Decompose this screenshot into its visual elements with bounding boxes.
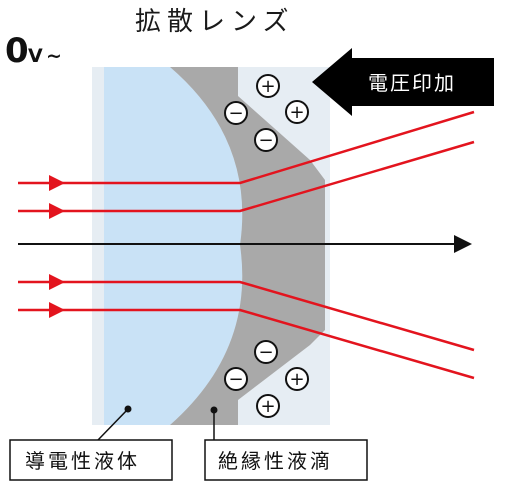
optical-axis — [18, 235, 472, 253]
charge-circle — [224, 367, 248, 391]
conductive-liquid-callout: 導電性液体 — [9, 405, 173, 481]
light-ray — [18, 140, 475, 213]
conductive-liquid-label: 導電性液体 — [25, 449, 140, 473]
charge-sign: + — [260, 396, 275, 417]
ray-arrowhead — [49, 302, 65, 318]
ray-arrowhead — [49, 203, 65, 219]
voltage-apply-arrow — [312, 48, 494, 116]
diagram-title: 拡散レンズ — [135, 7, 294, 37]
insulating-droplet-callout: 絶縁性液滴 — [204, 406, 368, 481]
callout-leader — [97, 408, 129, 441]
charge-sign: + — [289, 102, 304, 123]
charge-circle — [254, 340, 278, 364]
charge-circle — [285, 100, 309, 124]
voltage-unit: V — [28, 45, 43, 67]
insulating-droplet-region — [170, 67, 325, 425]
ray-arrowhead — [49, 175, 65, 191]
light-ray — [18, 110, 475, 185]
light-ray — [18, 308, 475, 380]
charge-sign: − — [228, 103, 243, 124]
charge-circle — [256, 74, 280, 98]
ray-arrowhead — [49, 274, 65, 290]
charge-circle — [254, 128, 278, 152]
charge-circle — [224, 101, 248, 125]
optical-axis-arrowhead — [454, 235, 472, 253]
voltage-suffix: ~ — [46, 45, 62, 67]
light-rays — [18, 110, 475, 380]
charge-sign: − — [258, 342, 273, 363]
voltage-value: 0 — [5, 31, 29, 71]
light-ray — [18, 280, 475, 352]
charge-circle — [285, 367, 309, 391]
charge-sign: + — [260, 76, 275, 97]
conductive-liquid-region — [104, 67, 243, 425]
callout-box — [9, 439, 173, 481]
charge-circle — [256, 394, 280, 418]
insulating-droplet-label: 絶縁性液滴 — [218, 449, 333, 473]
charge-sign: − — [228, 369, 243, 390]
top-charge-cluster: + − + − — [224, 74, 309, 152]
charge-sign: − — [258, 130, 273, 151]
bottom-charge-cluster: − − + + — [224, 340, 309, 418]
charge-sign: + — [289, 369, 304, 390]
voltage-apply-label: 電圧印加 — [368, 71, 456, 95]
callout-box — [204, 439, 368, 481]
